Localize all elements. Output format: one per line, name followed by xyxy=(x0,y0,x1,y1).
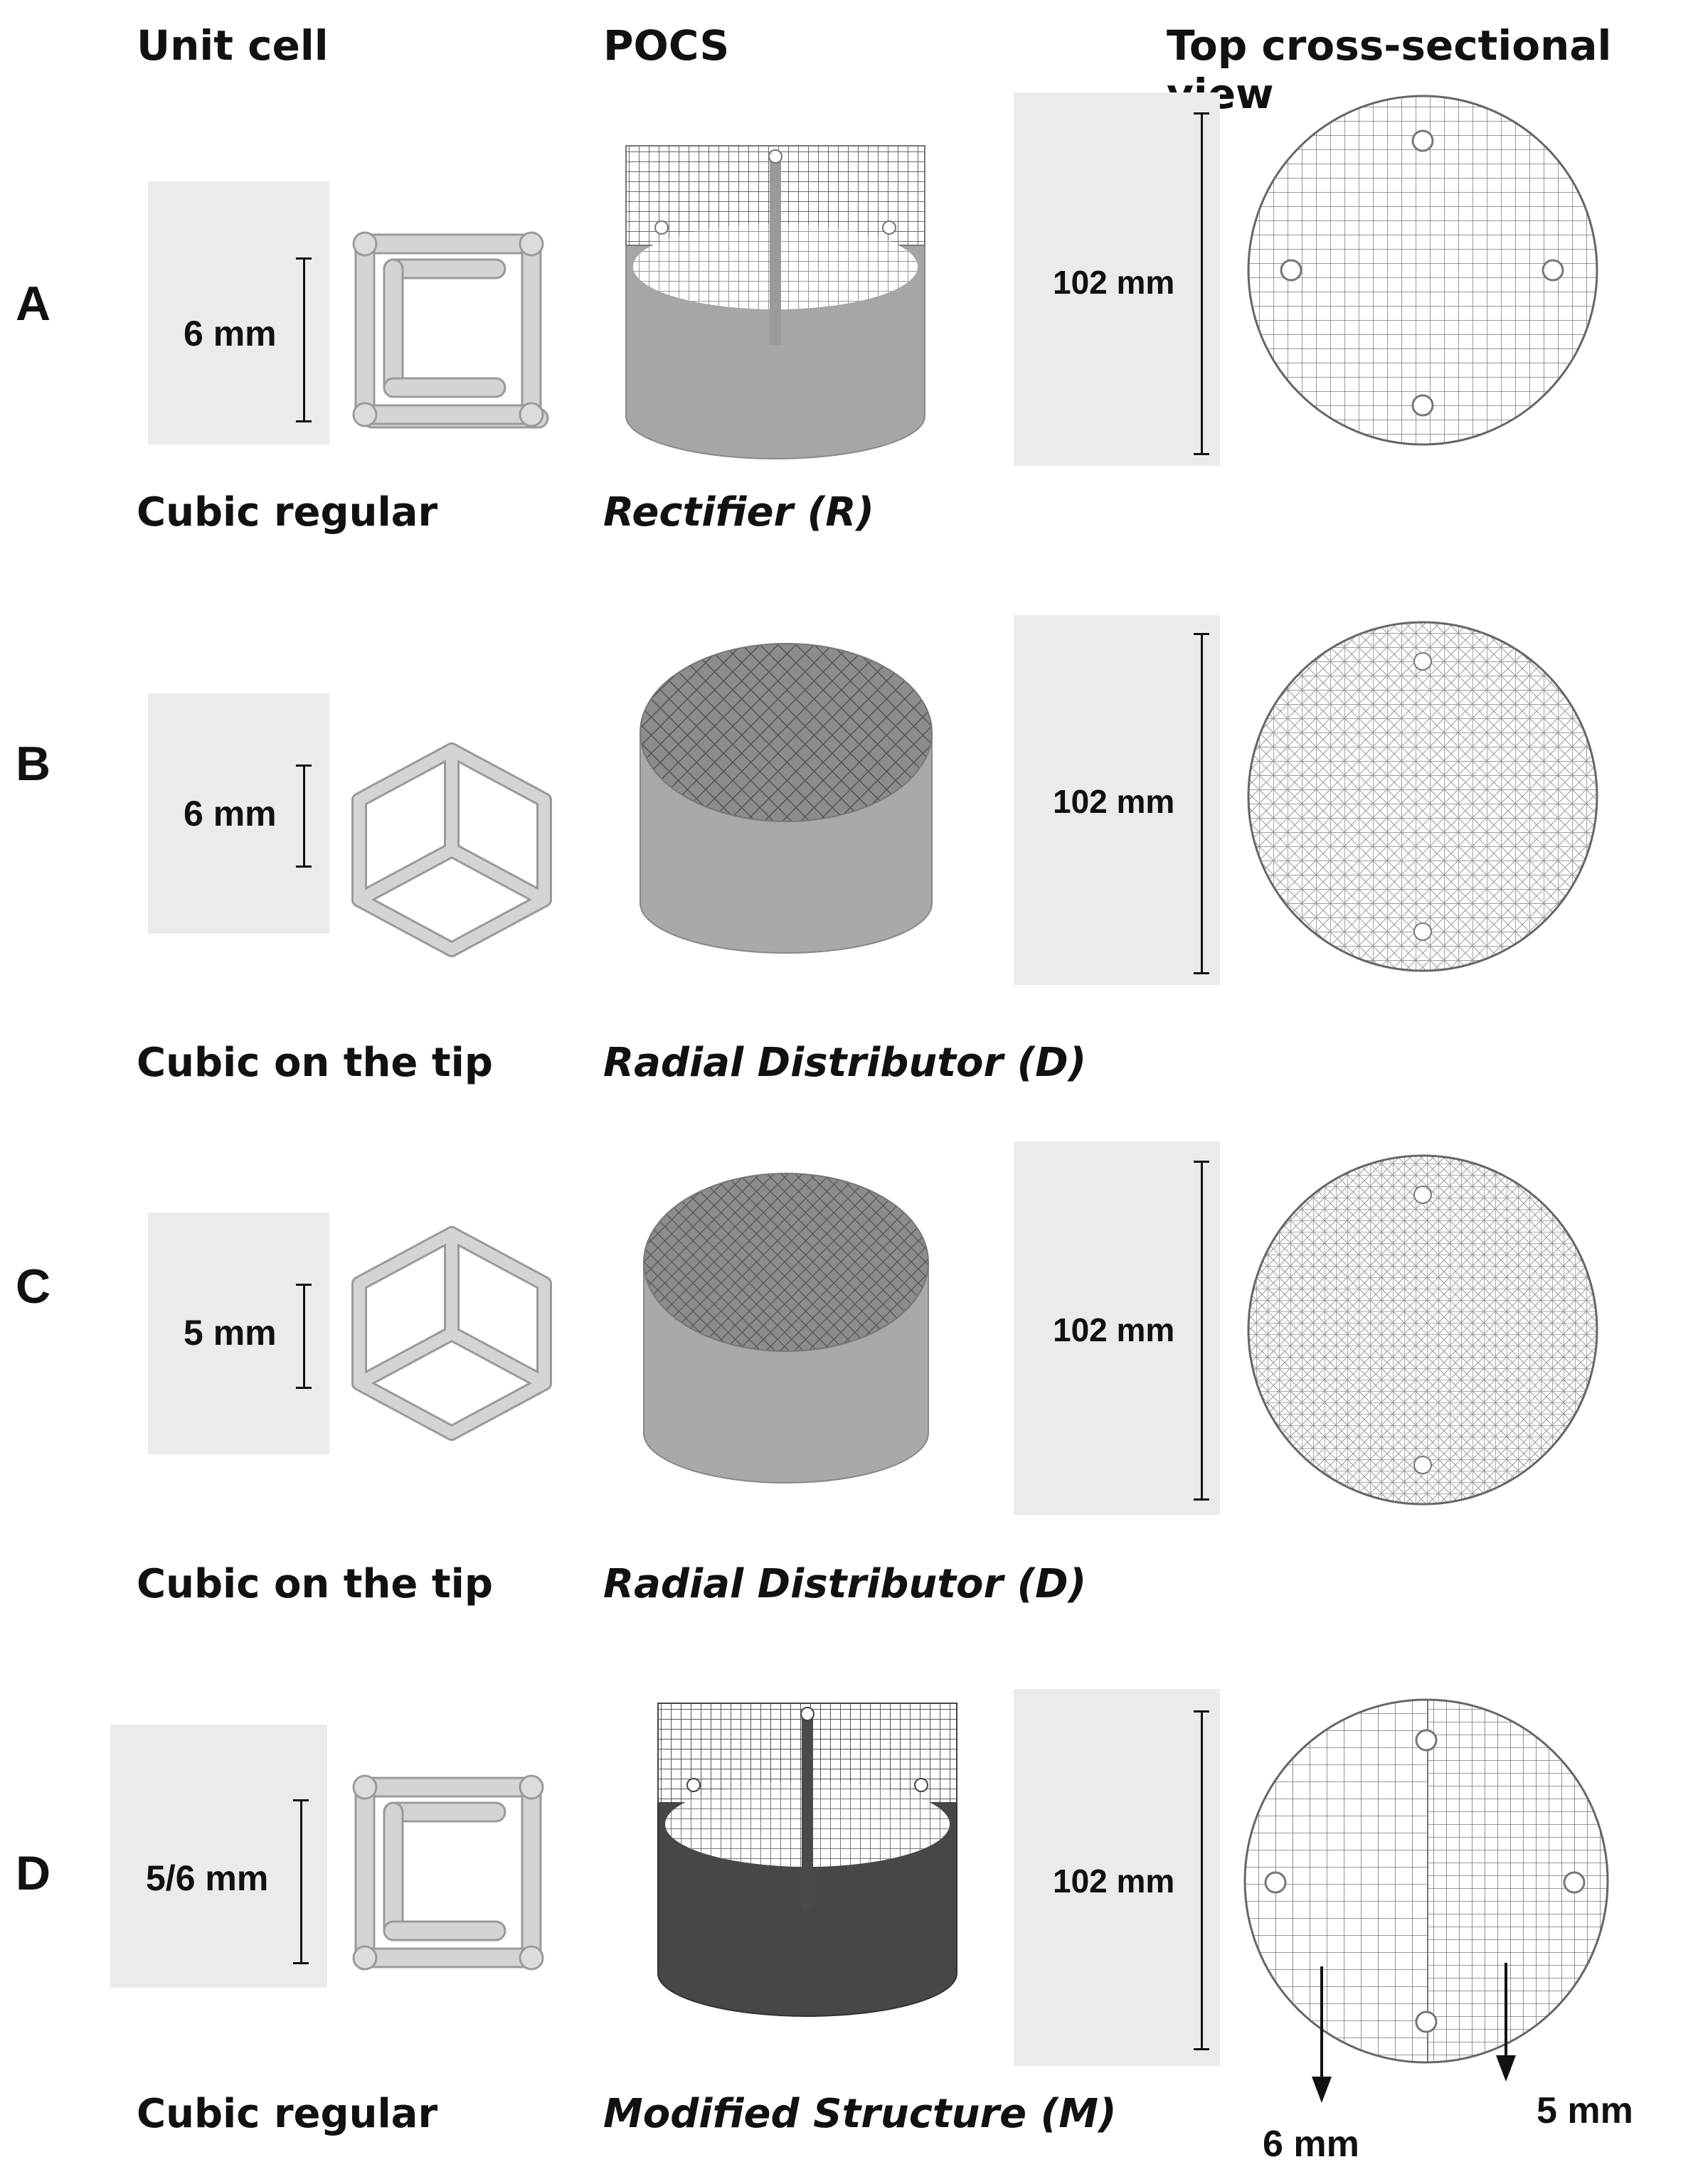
section-scale-bar-c xyxy=(1194,1161,1209,1501)
section-dimension-b: 102 mm xyxy=(1053,782,1175,821)
arrow-label-left: 6 mm xyxy=(1263,2124,1359,2165)
unit-cell-dimension-d: 5/6 mm xyxy=(146,1858,269,1899)
header-top-view: Top cross-sectional view xyxy=(1167,21,1612,118)
arrow-down-icon-5mm xyxy=(1496,1963,1516,2082)
row-letter-c: C xyxy=(16,1259,51,1314)
unit-cell-dimension-c: 5 mm xyxy=(184,1312,277,1353)
unit-cell-scale-bar-d xyxy=(293,1799,309,1964)
top-view-split-grid-d xyxy=(1243,1698,1609,2064)
cell-caption-d: Cubic regular xyxy=(137,2091,438,2137)
cubic-regular-cell-icon-d xyxy=(352,1774,544,1971)
header-unit-cell: Unit cell xyxy=(137,21,329,70)
top-view-square-grid-a xyxy=(1247,95,1598,446)
unit-cell-scale-bar-c xyxy=(296,1284,312,1389)
pocs-caption-a: Rectifier (R) xyxy=(603,489,874,536)
section-scale-bar-d xyxy=(1194,1710,1209,2050)
pocs-radial-distributor-icon-c xyxy=(643,1173,929,1483)
unit-cell-panel-d xyxy=(110,1725,327,1988)
pocs-modified-structure-icon xyxy=(657,1703,957,2017)
cubic-regular-cell-icon xyxy=(352,231,549,429)
cell-caption-a: Cubic regular xyxy=(137,489,438,536)
section-dimension-d: 102 mm xyxy=(1053,1862,1175,1900)
cell-caption-b: Cubic on the tip xyxy=(137,1040,493,1086)
top-view-diamond-grid-b xyxy=(1247,621,1598,972)
section-dimension-a: 102 mm xyxy=(1053,263,1175,302)
pocs-caption-b: Radial Distributor (D) xyxy=(603,1040,1087,1086)
arrow-label-right: 5 mm xyxy=(1537,2090,1633,2131)
row-letter-a: A xyxy=(16,277,51,331)
pocs-rectifier-icon xyxy=(625,145,925,459)
section-scale-bar-a xyxy=(1194,112,1209,455)
pocs-caption-c: Radial Distributor (D) xyxy=(603,1561,1087,1607)
arrow-down-icon-6mm xyxy=(1312,1966,1332,2103)
unit-cell-dimension-b: 6 mm xyxy=(184,793,277,834)
unit-cell-dimension-a: 6 mm xyxy=(184,313,277,354)
header-pocs: POCS xyxy=(603,21,730,70)
row-letter-b: B xyxy=(16,737,51,791)
pocs-radial-distributor-icon-b xyxy=(640,643,933,954)
section-scale-bar-b xyxy=(1194,633,1209,974)
unit-cell-scale-bar-b xyxy=(296,765,312,868)
cell-caption-c: Cubic on the tip xyxy=(137,1561,493,1607)
cubic-tip-cell-icon-b xyxy=(351,742,552,957)
unit-cell-scale-bar-a xyxy=(296,257,312,422)
top-view-diamond-grid-c xyxy=(1247,1154,1598,1506)
section-dimension-c: 102 mm xyxy=(1053,1311,1175,1349)
cubic-tip-cell-icon-c xyxy=(351,1226,552,1441)
pocs-caption-d: Modified Structure (M) xyxy=(603,2091,1117,2137)
row-letter-d: D xyxy=(16,1846,51,1900)
